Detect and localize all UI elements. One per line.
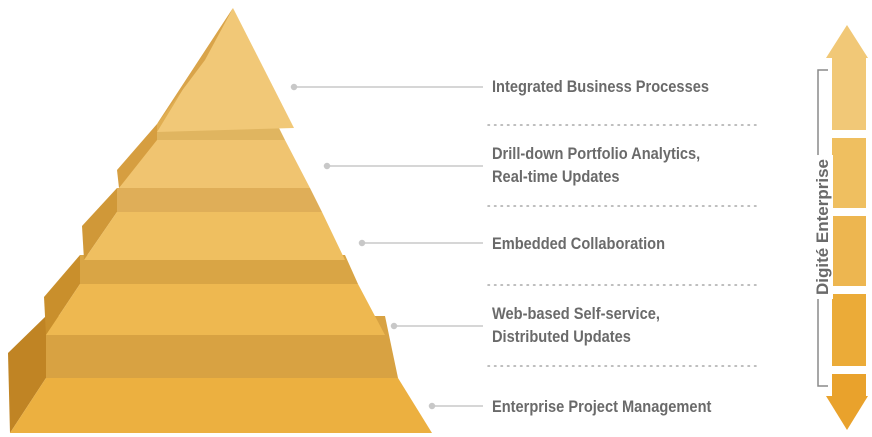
tier-2-label-line-2: Real-time Updates [492, 167, 620, 186]
connector-4-dot [390, 322, 398, 330]
tier-3-top [117, 188, 322, 212]
tier-4-front [46, 284, 385, 335]
tier-1-label-line-1: Integrated Business Processes [492, 77, 709, 96]
scale-arrow [826, 25, 868, 430]
tier-5-label-line-1: Enterprise Project Management [492, 397, 712, 416]
connector-2-dot [323, 162, 331, 170]
tier-4-top [80, 255, 358, 284]
arrow-segment-3 [832, 216, 866, 286]
arrow-segment-2 [832, 138, 866, 208]
tier-3-front [84, 212, 345, 260]
tier-2-label: Drill-down Portfolio Analytics, Real-tim… [492, 142, 700, 188]
connector-3-dot [358, 239, 366, 247]
tier-2-side [117, 124, 157, 188]
pyramid [8, 8, 432, 433]
tier-4-label-line-1: Web-based Self-service, [492, 304, 660, 323]
side-label: Digité Enterprise [813, 154, 833, 300]
arrow-segment-1 [832, 58, 866, 130]
connector-5-dot [428, 402, 436, 410]
arrow-segment-4 [832, 294, 866, 366]
tier-2-label-line-1: Drill-down Portfolio Analytics, [492, 144, 701, 163]
tier-3-label-line-1: Embedded Collaboration [492, 234, 666, 253]
tier-5-side [8, 316, 46, 433]
tier-1-front [157, 8, 294, 132]
arrow-up-head [826, 25, 868, 58]
tier-5-label: Enterprise Project Management [492, 395, 711, 418]
tier-4-label-line-2: Distributed Updates [492, 327, 631, 346]
tier-5-front [10, 378, 432, 433]
connector-1-dot [290, 83, 298, 91]
connectors [290, 83, 483, 410]
arrow-down-head [826, 396, 868, 430]
tier-1-shade [157, 8, 233, 124]
tier-2-front [119, 140, 310, 188]
arrow-segment-5 [832, 374, 866, 396]
tier-4-side [44, 255, 80, 335]
tier-3-label: Embedded Collaboration [492, 232, 665, 255]
tier-3-side [82, 188, 117, 260]
tier-1-label: Integrated Business Processes [492, 75, 709, 98]
tier-4-label: Web-based Self-service, Distributed Upda… [492, 302, 660, 348]
